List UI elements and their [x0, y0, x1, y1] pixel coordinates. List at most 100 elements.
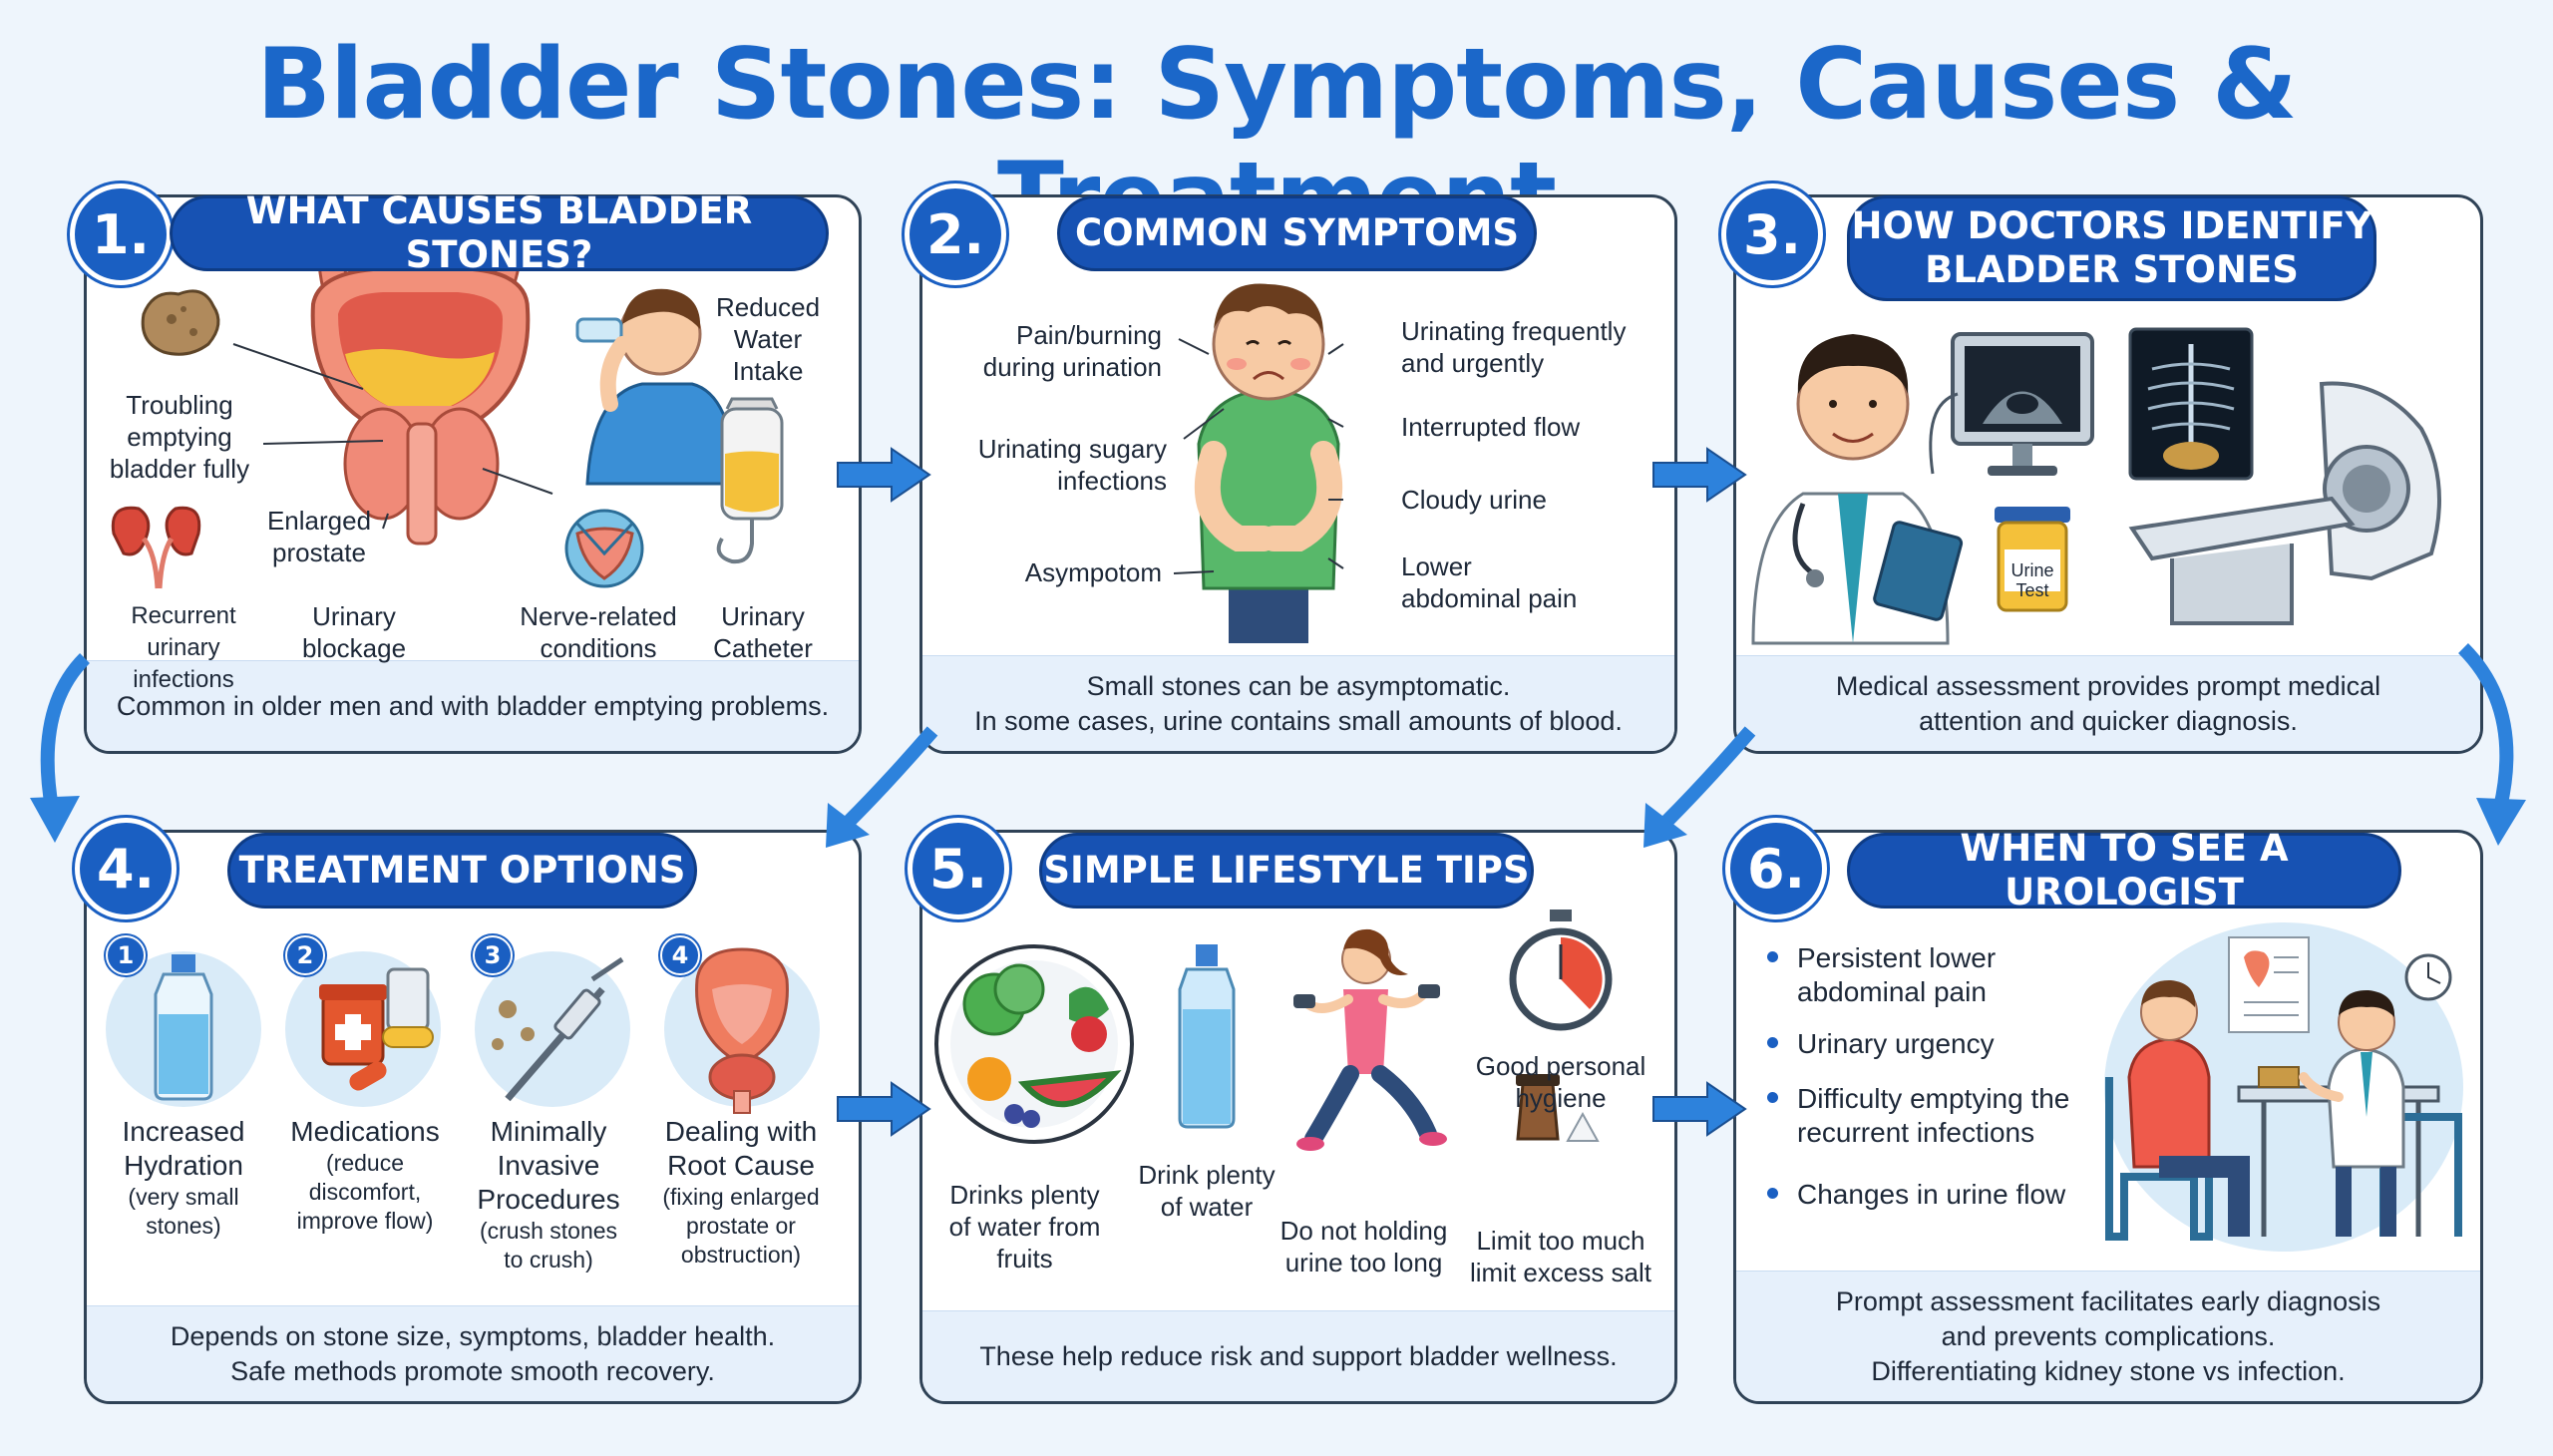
doctor-seated-icon	[2299, 989, 2462, 1237]
option-number-4: 4	[660, 935, 700, 975]
option-root-cause: Dealing with Root Cause (fixing enlarged…	[646, 1115, 836, 1270]
water-bottle-icon	[154, 954, 213, 1101]
woman-exercising-icon	[1293, 928, 1447, 1151]
label-urinary-catheter: Urinary Catheter	[713, 601, 813, 663]
bullet-text: Persistent lower abdominal pain	[1797, 942, 1997, 1007]
panel-treatment-footer: Depends on stone size, symptoms, bladder…	[87, 1305, 859, 1401]
option-sub: (fixing enlarged prostate or obstruction…	[662, 1184, 820, 1268]
consultation-illustration	[2104, 922, 2463, 1252]
bullet-text: Difficulty emptying the recurrent infect…	[1797, 1083, 2070, 1148]
arrow-3-to-6-curve	[2457, 643, 2526, 846]
arrow-3-to-5-curve	[1643, 726, 1756, 848]
medication-icon	[319, 967, 434, 1091]
footer-text-2: and prevents complications.	[1941, 1320, 2276, 1351]
bullet-dot	[1767, 951, 1778, 962]
ct-scanner-icon	[2128, 381, 2441, 625]
heading-lifestyle: SIMPLE LIFESTYLE TIPS	[1039, 833, 1534, 909]
footer-text-1: Depends on stone size, symptoms, bladder…	[170, 1320, 776, 1351]
option-minimally-invasive: Minimally Invasive Procedures (crush sto…	[459, 1115, 638, 1274]
step-number-1: 1.	[70, 183, 172, 285]
arrow-2-to-3	[1652, 447, 1747, 503]
label-reduced-water: Reduced Water Intake	[715, 292, 821, 386]
heading-symptoms: COMMON SYMPTOMS	[1057, 195, 1537, 271]
ultrasound-monitor-icon	[1929, 332, 2094, 476]
label-sugary-infections: Urinating sugary infections	[977, 434, 1167, 496]
option-title: Minimally Invasive Procedures	[477, 1116, 620, 1215]
label-asymptom: Asympotom	[1024, 557, 1162, 587]
option-number-3: 3	[473, 935, 513, 975]
patient-icon	[2105, 979, 2250, 1241]
label-nerve-related: Nerve-related conditions	[520, 601, 677, 663]
bullet-dot	[1767, 1188, 1778, 1199]
option-title: Dealing with Root Cause	[664, 1116, 818, 1181]
option-medications: Medications (reduce discomfort, improve …	[275, 1115, 455, 1236]
kidney-icon	[111, 506, 201, 589]
option-sub: (crush stones to crush)	[479, 1218, 618, 1273]
heading-diagnosis: HOW DOCTORS IDENTIFY BLADDER STONES	[1847, 195, 2376, 301]
bladder-icon	[310, 232, 531, 546]
man-stomach-pain-icon	[1194, 283, 1343, 643]
label-enlarged-prostate: Enlarged prostate	[266, 506, 372, 567]
step-number-3: 3.	[1721, 183, 1823, 285]
urologist-bullet-4: Changes in urine flow	[1767, 1178, 2116, 1212]
lifestyle-illustration	[934, 910, 1613, 1151]
urologist-bullet-2: Urinary urgency	[1767, 1027, 2096, 1061]
panel-diagnosis-footer: Medical assessment provides prompt medic…	[1736, 655, 2480, 751]
step-number-6: 6.	[1725, 818, 1827, 919]
heading-line-2: BLADDER STONES	[1925, 248, 2299, 291]
coffee-salt-icon	[1516, 1074, 1600, 1142]
heading-line-1: HOW DOCTORS IDENTIFY	[1851, 204, 2372, 247]
arrow-5-to-6	[1652, 1081, 1747, 1137]
water-bottle-icon	[1178, 944, 1236, 1129]
footer-text: Common in older men and with bladder emp…	[116, 690, 830, 721]
arrow-4-to-5	[837, 1081, 931, 1137]
option-hydration: Increased Hydration (very small stones)	[100, 1115, 267, 1241]
panel-lifestyle-footer: These help reduce risk and support bladd…	[922, 1310, 1674, 1401]
option-number-2: 2	[285, 935, 325, 975]
fruit-plate-icon	[934, 944, 1134, 1144]
diagnosis-illustration	[1751, 327, 2441, 645]
urine-test-jar-icon	[1995, 507, 2070, 612]
label-not-holding-urine: Do not holding urine too long	[1279, 1216, 1448, 1277]
clock-icon	[2404, 953, 2452, 1001]
treatment-illustration	[106, 947, 820, 1114]
heading-causes: WHAT CAUSES BLADDER STONES?	[170, 189, 829, 276]
arrow-1-to-4-curve	[30, 653, 91, 843]
panel-symptoms-footer: Small stones can be asymptomatic. In som…	[922, 655, 1674, 751]
footer-text-3: Differentiating kidney stone vs infectio…	[1871, 1355, 2346, 1386]
syringe-instrument-icon	[492, 956, 624, 1102]
option-title: Medications	[290, 1116, 440, 1147]
footer-text-1: Small stones can be asymptomatic.	[1086, 670, 1511, 701]
footer-text-2: Safe methods promote smooth recovery.	[230, 1355, 715, 1386]
bladder-prostate-icon	[695, 947, 789, 1114]
label-urinary-blockage: Urinary blockage	[301, 601, 407, 663]
option-sub: (reduce discomfort, improve flow)	[296, 1150, 434, 1234]
label-pain-burning: Pain/burning during urination	[982, 320, 1162, 382]
symptoms-illustration	[1173, 283, 1344, 643]
causes-illustration	[111, 232, 784, 589]
bullet-dot	[1767, 1092, 1778, 1103]
label-recurrent-infections: Recurrent urinary infections	[131, 602, 236, 693]
option-number-1: 1	[106, 935, 146, 975]
bullet-text: Urinary urgency	[1797, 1028, 1995, 1059]
label-frequent-urgent: Urinating frequently and urgently	[1401, 316, 1627, 378]
panel-causes-footer: Common in older men and with bladder emp…	[87, 660, 859, 751]
label-cloudy-urine: Cloudy urine	[1401, 485, 1547, 515]
catheter-bag-icon	[716, 397, 784, 564]
label-lower-abdominal-pain: Lower abdominal pain	[1401, 551, 1578, 613]
chart-poster-icon	[2228, 936, 2310, 1033]
label-limit-salt: Limit too much limit excess salt	[1469, 1226, 1652, 1287]
heading-urologist: WHEN TO SEE A UROLOGIST	[1847, 827, 2401, 913]
panel-treatment: Depends on stone size, symptoms, bladder…	[84, 830, 862, 1404]
heading-treatment: TREATMENT OPTIONS	[227, 833, 697, 909]
arrow-1-to-2	[837, 447, 931, 503]
label-drink-water: Drink plenty of water	[1138, 1160, 1276, 1222]
urologist-bullet-1: Persistent lower abdominal pain	[1767, 941, 2096, 1009]
option-title: Increased Hydration	[122, 1116, 245, 1181]
panel-urologist-footer: Prompt assessment facilitates early diag…	[1736, 1271, 2480, 1401]
stone-icon	[141, 289, 220, 356]
stopwatch-icon	[1509, 910, 1613, 1031]
footer-text-1: Medical assessment provides prompt medic…	[1835, 670, 2381, 701]
label-water-from-fruits: Drinks plenty of water from fruits	[948, 1180, 1101, 1274]
footer-text-1: Prompt assessment facilitates early diag…	[1835, 1285, 2381, 1316]
